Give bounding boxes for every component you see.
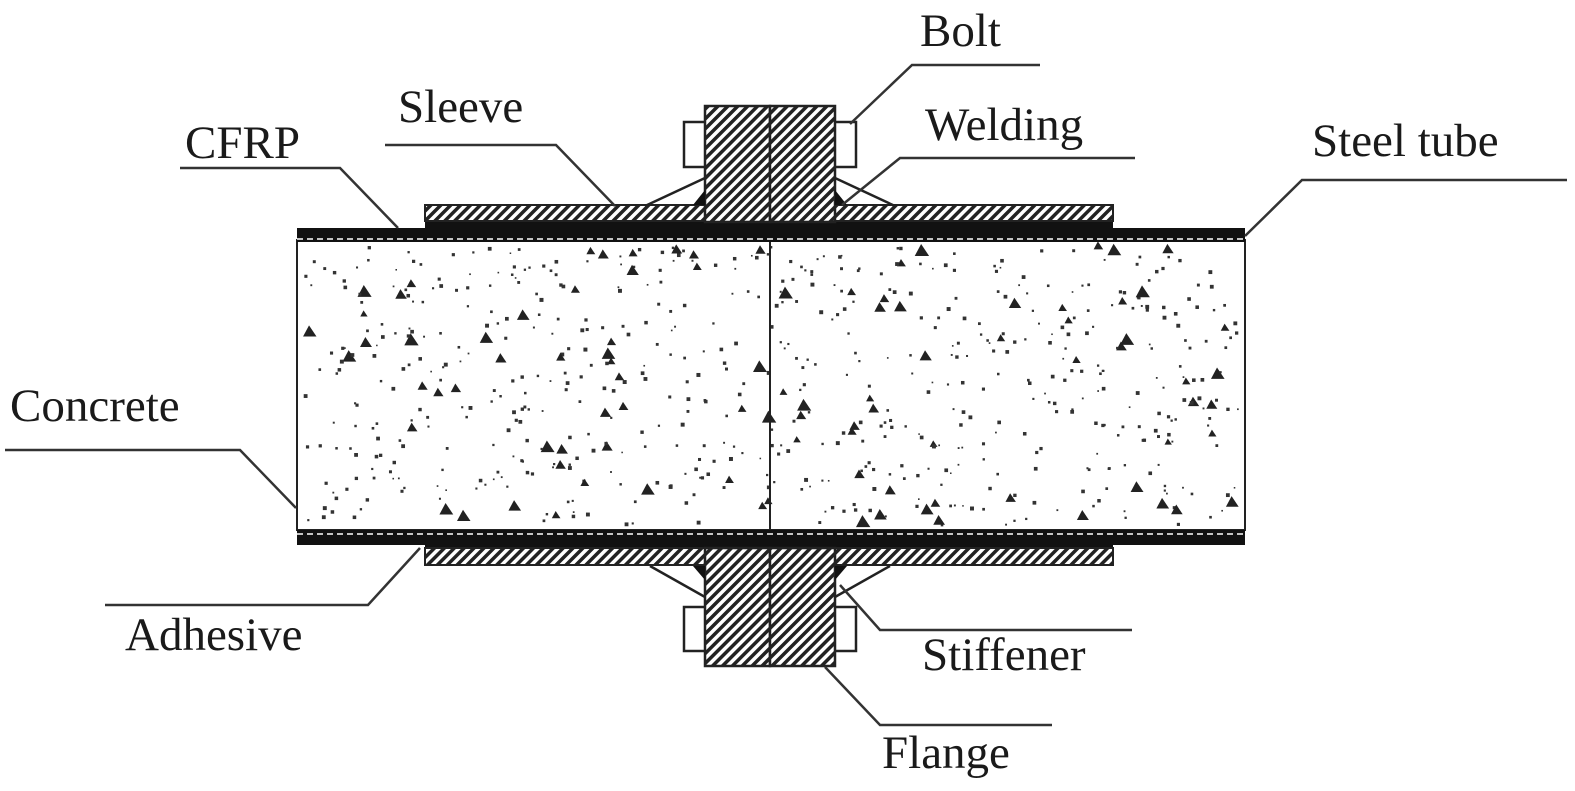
adhesive-leader [105, 547, 421, 607]
sleeve-label: Sleeve [398, 81, 523, 133]
flange-top-left [703, 104, 772, 224]
welding-top-right [835, 190, 847, 205]
adhesive-label: Adhesive [125, 609, 303, 661]
concrete-label: Concrete [10, 380, 180, 432]
steel-tube-label: Steel tube [1312, 115, 1499, 167]
stiffener-bottom-right [834, 564, 891, 599]
adhesive-bottom [425, 543, 1113, 549]
sleeve-leader [385, 143, 616, 207]
stiffener-leader [839, 584, 1132, 632]
adhesive-top [425, 220, 1113, 230]
flange-leader [824, 666, 1052, 727]
cfrp-leader [180, 166, 399, 229]
bolt-bottom-right [832, 605, 858, 653]
cfrp-label: CFRP [185, 117, 300, 169]
bolt-top-left [682, 120, 708, 169]
flange-bottom-right [768, 546, 837, 668]
bolt-bottom-left [682, 605, 708, 653]
steel-tube-bottom [297, 530, 1245, 545]
stiffener-bottom-left [649, 564, 706, 599]
welding-leader [841, 156, 1135, 206]
flange-bottom-left [703, 546, 772, 668]
steel-tube-leader [1244, 178, 1567, 237]
stiffener-top-left [644, 176, 706, 208]
concrete-leader [5, 448, 297, 509]
welding-label: Welding [925, 99, 1083, 151]
bolt-leader [849, 63, 1040, 125]
flange-top-right [768, 104, 837, 224]
flange-label: Flange [882, 727, 1010, 779]
bolt-label: Bolt [920, 5, 1001, 57]
steel-tube-top [297, 228, 1245, 242]
stiffener-label: Stiffener [922, 629, 1086, 681]
bolt-top-right [832, 120, 858, 169]
stiffener-top-right [834, 176, 896, 208]
concrete-aggregate [303, 241, 1239, 528]
welding-top-left [693, 190, 705, 205]
